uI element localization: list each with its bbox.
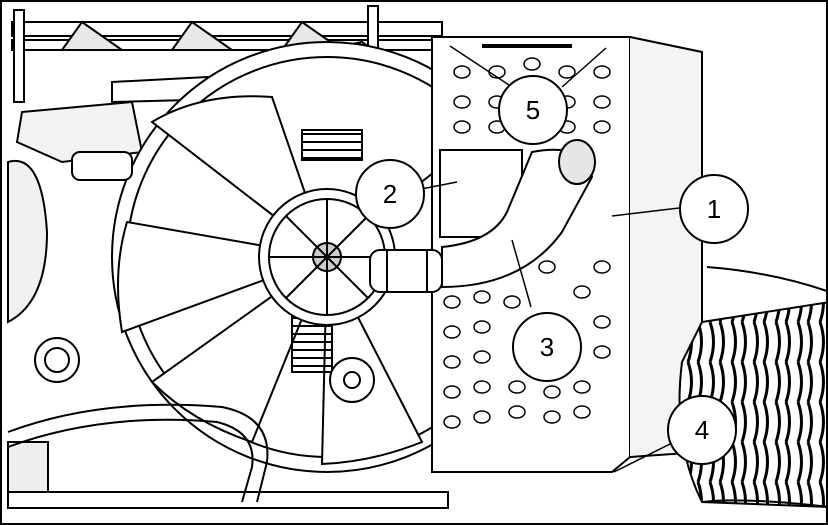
callout-3: 3: [512, 312, 582, 382]
drive-belt: [7, 403, 269, 503]
callout-4: 4: [667, 395, 737, 465]
svg-text:1: 1: [707, 194, 721, 224]
callout-1: 1: [679, 174, 749, 244]
left-hoses: [7, 151, 133, 493]
callout-2: 2: [355, 159, 425, 229]
svg-text:4: 4: [695, 415, 709, 445]
callout-5: 5: [498, 75, 568, 145]
svg-text:3: 3: [540, 332, 554, 362]
coolant-hose: [369, 139, 596, 293]
panel-perforations: [443, 57, 611, 429]
frame-rails: [7, 5, 449, 509]
svg-text:5: 5: [526, 95, 540, 125]
svg-text:2: 2: [383, 179, 397, 209]
fan-hub: [258, 188, 396, 403]
leader-lines: [415, 45, 680, 473]
